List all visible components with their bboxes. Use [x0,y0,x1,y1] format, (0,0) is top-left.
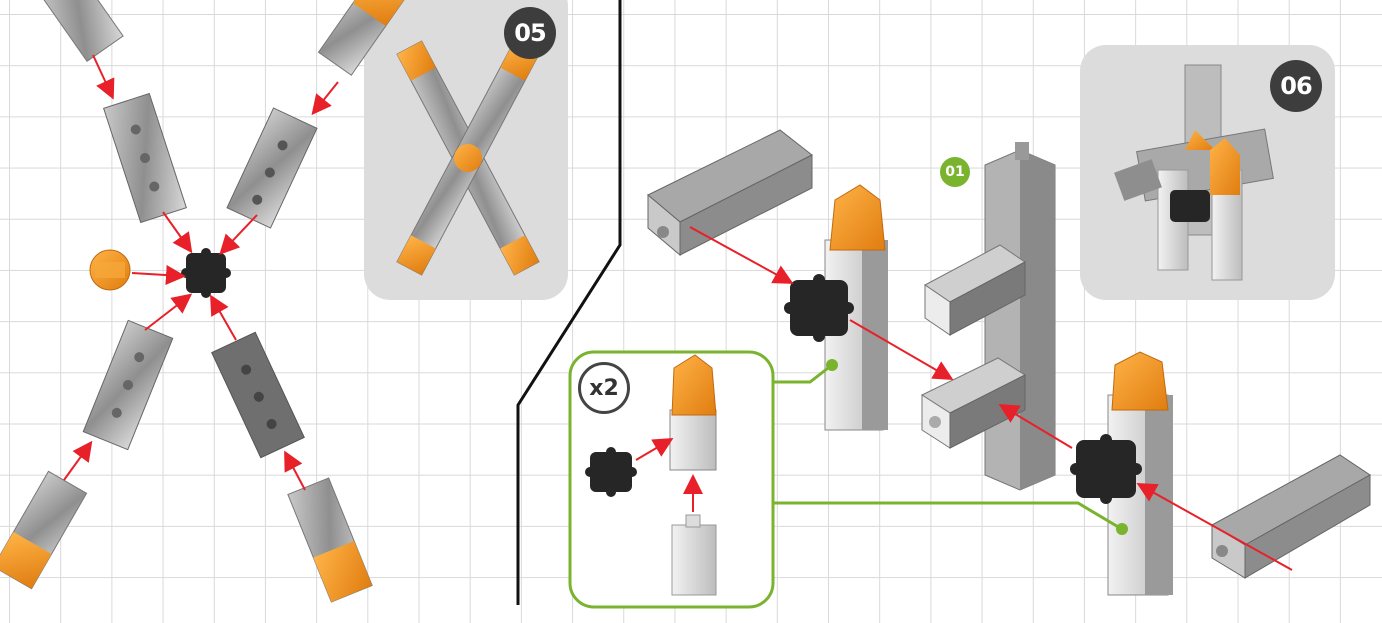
step-05-badge: 05 [504,7,556,59]
beam-piece-icon [34,0,124,62]
post-piece-icon [671,514,717,596]
orange-cap-icon [287,477,373,603]
x-assembly-exploded [0,0,407,603]
subassembly-callout [568,350,1128,609]
orange-cap-icon [0,470,88,590]
tall-post [920,142,1056,491]
step-06-preview-model [1114,64,1274,281]
substep-badge: 01 [940,157,970,187]
connector-cube-icon [585,447,637,497]
step-05-preview-model [396,40,540,276]
beam-piece-icon [647,129,813,257]
step-06-badge: 06 [1270,60,1322,112]
connector-cube-icon [784,274,854,342]
orange-knob-icon [89,249,131,291]
arrow-icon [635,437,703,512]
beam-piece-icon [103,92,187,224]
t-frame-exploded [647,129,1371,596]
quantity-badge: x2 [578,362,630,414]
beam-piece-icon [82,319,174,451]
beam-piece-icon [1210,454,1371,579]
arrow-icon [63,54,339,491]
page-divider [516,0,622,605]
beam-piece-icon [226,107,318,229]
arrow-icon [689,226,1293,571]
orange-cap-icon [669,354,717,471]
beam-piece-icon [211,331,305,459]
connector-cube-icon [1070,434,1142,504]
connector-cube-icon [181,248,231,298]
orange-cap-icon [317,0,407,76]
